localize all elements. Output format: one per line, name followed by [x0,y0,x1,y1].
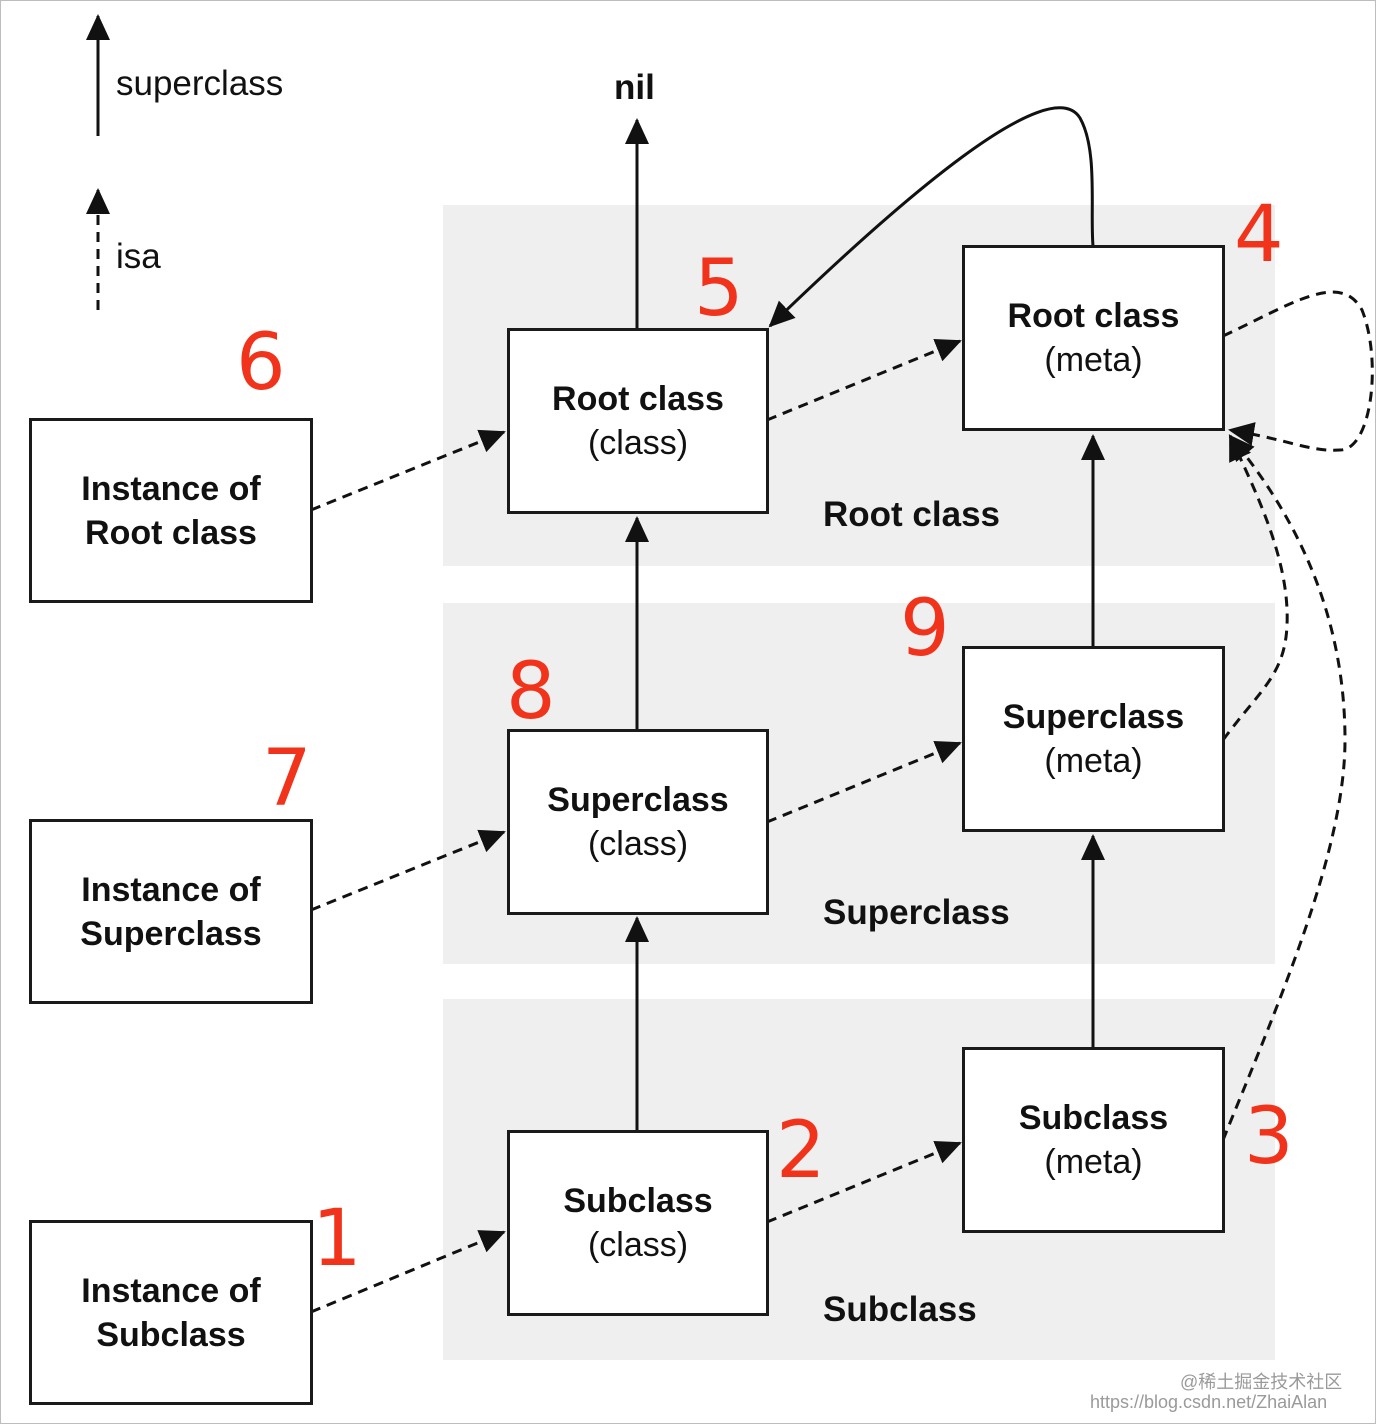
subclass-class-box: Subclass (class) [507,1130,769,1316]
annotation-9: 9 [900,584,950,674]
subclass-meta-isa-arrow [1221,434,1347,1141]
watermark-line1: @稀土掘金技术社区 [1180,1372,1343,1392]
legend-isa-label: isa [116,237,161,276]
annotation-5: 5 [694,244,744,334]
root-meta-subtitle: (meta) [1044,341,1143,379]
nil-label: nil [614,68,655,107]
superclass-meta-isa-arrow [1221,434,1289,741]
root-class-title: Root class [552,380,724,418]
subclass-meta-title: Subclass [1018,1099,1169,1137]
legend-superclass-label: superclass [116,64,284,103]
subclass-meta-subtitle: (meta) [1044,1143,1143,1181]
instance-root-line2: Root class [85,513,257,552]
annotation-7: 7 [262,734,312,824]
section-label-subclass: Subclass [823,1290,977,1329]
watermark-line2: https://blog.csdn.net/ZhaiAlan [1090,1392,1328,1412]
instance-super-isa-arrow [310,829,506,912]
annotation-4: 4 [1234,190,1284,280]
subclass-class-isa-arrow [766,1140,962,1224]
instance-superclass-line1: Instance of [81,870,261,909]
root-meta-to-root-class-arrow [768,106,1095,328]
instance-subclass-box: Instance of Subclass [29,1220,313,1405]
superclass-meta-box: Superclass (meta) [962,646,1225,832]
superclass-class-title: Superclass [547,781,729,819]
annotation-1: 1 [312,1194,362,1284]
instance-superclass-line2: Superclass [80,914,262,953]
root-meta-title: Root class [1007,297,1180,335]
superclass-class-subtitle: (class) [587,825,689,863]
instance-root-box: Instance of Root class [29,418,313,603]
instance-sub-isa-arrow [310,1230,506,1314]
superclass-meta-title: Superclass [1002,698,1185,736]
root-class-subtitle: (class) [587,424,689,462]
annotation-2: 2 [776,1106,826,1196]
annotation-8: 8 [506,647,556,737]
superclass-class-box: Superclass (class) [507,729,769,915]
root-meta-self-isa-loop [1222,290,1374,452]
instance-root-isa-arrow [310,429,506,512]
superclass-meta-subtitle: (meta) [1044,742,1143,780]
annotation-3: 3 [1244,1092,1294,1182]
root-meta-box: Root class (meta) [962,245,1225,431]
instance-subclass-line1: Instance of [81,1271,261,1310]
section-label-superclass: Superclass [823,893,1010,932]
instance-superclass-box: Instance of Superclass [29,819,313,1004]
section-label-root-class: Root class [823,495,1000,534]
instance-root-line1: Instance of [81,469,261,508]
subclass-meta-box: Subclass (meta) [962,1047,1225,1233]
superclass-class-isa-arrow [766,740,962,824]
root-class-isa-arrow [766,338,962,422]
root-class-box: Root class (class) [507,328,769,514]
instance-subclass-line2: Subclass [96,1315,246,1354]
subclass-class-title: Subclass [563,1182,713,1220]
annotation-6: 6 [236,318,286,408]
subclass-class-subtitle: (class) [587,1226,689,1264]
